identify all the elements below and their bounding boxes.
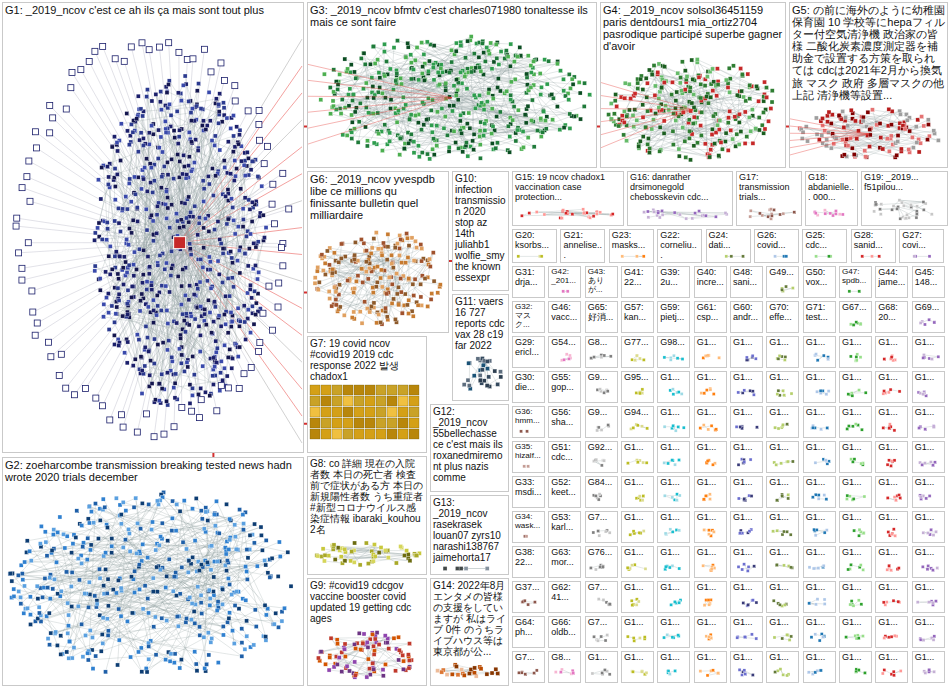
canvas: G1: _2019_ncov c'est ce ah ils ça mais s… bbox=[0, 0, 950, 688]
